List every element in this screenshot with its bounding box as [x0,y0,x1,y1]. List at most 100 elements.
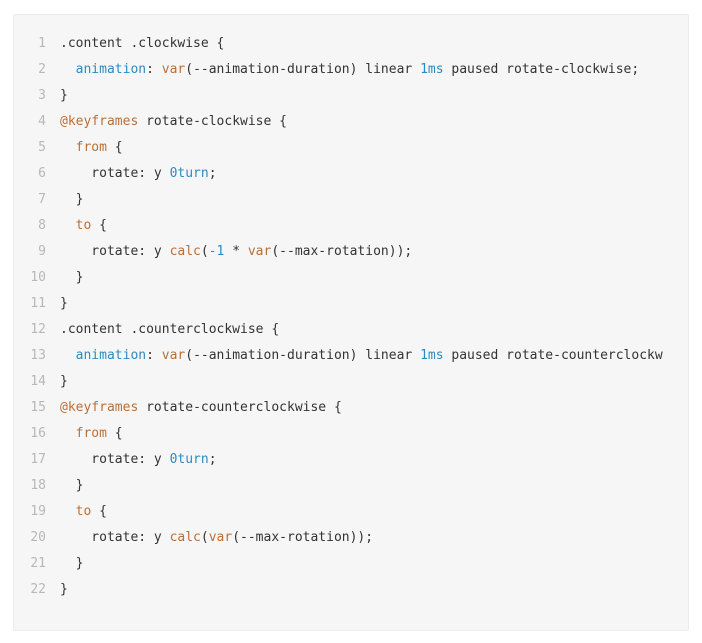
line-number: 4 [38,114,46,129]
code-token: paused rotate-counterclockw [443,348,663,363]
code-line: 17 rotate: y 0turn; [14,447,688,473]
line-number: 17 [30,452,46,467]
code-token: calc [169,530,201,545]
code-token: } [60,478,84,493]
code-token: { [106,426,123,441]
code-token: ( [200,244,209,259]
code-line: 11} [14,291,688,317]
code-token: -1 [208,244,225,259]
code-token: : [146,62,162,77]
line-number: 20 [30,530,46,545]
code-token: 0turn [169,166,209,181]
line-number: 3 [38,88,46,103]
line-number: 18 [30,478,46,493]
code-token: } [60,296,68,311]
code-token [60,348,76,363]
code-token: { [106,140,123,155]
code-line: 13 animation: var(--animation-duration) … [14,343,688,369]
code-token: : [146,348,162,363]
code-token: to [75,218,92,233]
code-token: } [60,374,68,389]
code-token: rotate: y [60,530,170,545]
code-token: ; [208,166,217,181]
code-token: } [60,270,84,285]
line-number: 9 [38,244,46,259]
code-line: 15 @keyframes rotate-counterclockwise { [14,395,688,421]
code-token: .content .clockwise { [60,36,225,51]
code-token: ( [200,530,209,545]
code-line: 9 rotate: y calc(-1 * var(--max-rotation… [14,239,688,265]
code-line: 22} [14,577,688,603]
code-token: } [60,582,68,597]
code-token: rotate-counterclockwise { [138,400,342,415]
line-number: 7 [38,192,46,207]
line-number: 6 [38,166,46,181]
line-number: 15 [30,400,46,415]
code-token: 1ms [420,62,444,77]
line-number: 5 [38,140,46,155]
code-token: (--animation-duration) linear [185,348,421,363]
code-line: 14} [14,369,688,395]
code-line: 18 } [14,473,688,499]
code-token: var [161,62,186,77]
code-line: 7 } [14,187,688,213]
line-number: 21 [30,556,46,571]
code-token [60,504,76,519]
code-token: (--max-rotation)); [232,530,374,545]
code-token: } [60,88,68,103]
code-token: rotate: y [60,244,170,259]
code-token [60,140,76,155]
code-line: 12.content .counterclockwise { [14,317,688,343]
code-token: from [75,140,107,155]
code-line: 16 from { [14,421,688,447]
code-token: from [75,426,107,441]
line-number: 1 [38,36,46,51]
code-token: calc [169,244,201,259]
code-line: 21 } [14,551,688,577]
line-number: 10 [30,270,46,285]
code-line: 8 to { [14,213,688,239]
code-token: rotate: y [60,166,170,181]
code-block: 1.content .clockwise {2 animation: var(-… [13,14,689,631]
code-token [60,218,76,233]
line-number: 22 [30,582,46,597]
code-token: paused rotate-clockwise; [443,62,640,77]
code-token: 1ms [420,348,444,363]
line-number: 13 [30,348,46,363]
line-number: 16 [30,426,46,441]
code-token: (--animation-duration) linear [185,62,421,77]
code-line: 19 to { [14,499,688,525]
code-token: (--max-rotation)); [271,244,413,259]
code-token: var [247,244,272,259]
code-token [60,62,76,77]
code-token: @keyframes [60,114,139,129]
code-line: 4 @keyframes rotate-clockwise { [14,109,688,135]
code-line: 6 rotate: y 0turn; [14,161,688,187]
code-token: ; [208,452,217,467]
code-line: 3} [14,83,688,109]
code-token: rotate-clockwise { [138,114,287,129]
line-number: 19 [30,504,46,519]
code-token: var [161,348,186,363]
code-token: rotate: y [60,452,170,467]
code-line: 10 } [14,265,688,291]
code-line: 20 rotate: y calc(var(--max-rotation)); [14,525,688,551]
line-number: 8 [38,218,46,233]
code-token [60,426,76,441]
code-token: var [208,530,233,545]
code-token: } [60,556,84,571]
code-line: 1 .content .clockwise { [14,31,688,57]
code-token: { [91,504,107,519]
line-number: 14 [30,374,46,389]
code-token: animation [75,348,147,363]
code-token: to [75,504,92,519]
code-token: * [224,244,248,259]
code-lines: 1.content .clockwise {2 animation: var(-… [14,31,688,603]
line-number: 11 [30,296,46,311]
code-token: } [60,192,84,207]
code-token: 0turn [169,452,209,467]
code-token: @keyframes [60,400,139,415]
line-number: 12 [30,322,46,337]
line-number: 2 [38,62,46,77]
code-line: 2 animation: var(--animation-duration) l… [14,57,688,83]
